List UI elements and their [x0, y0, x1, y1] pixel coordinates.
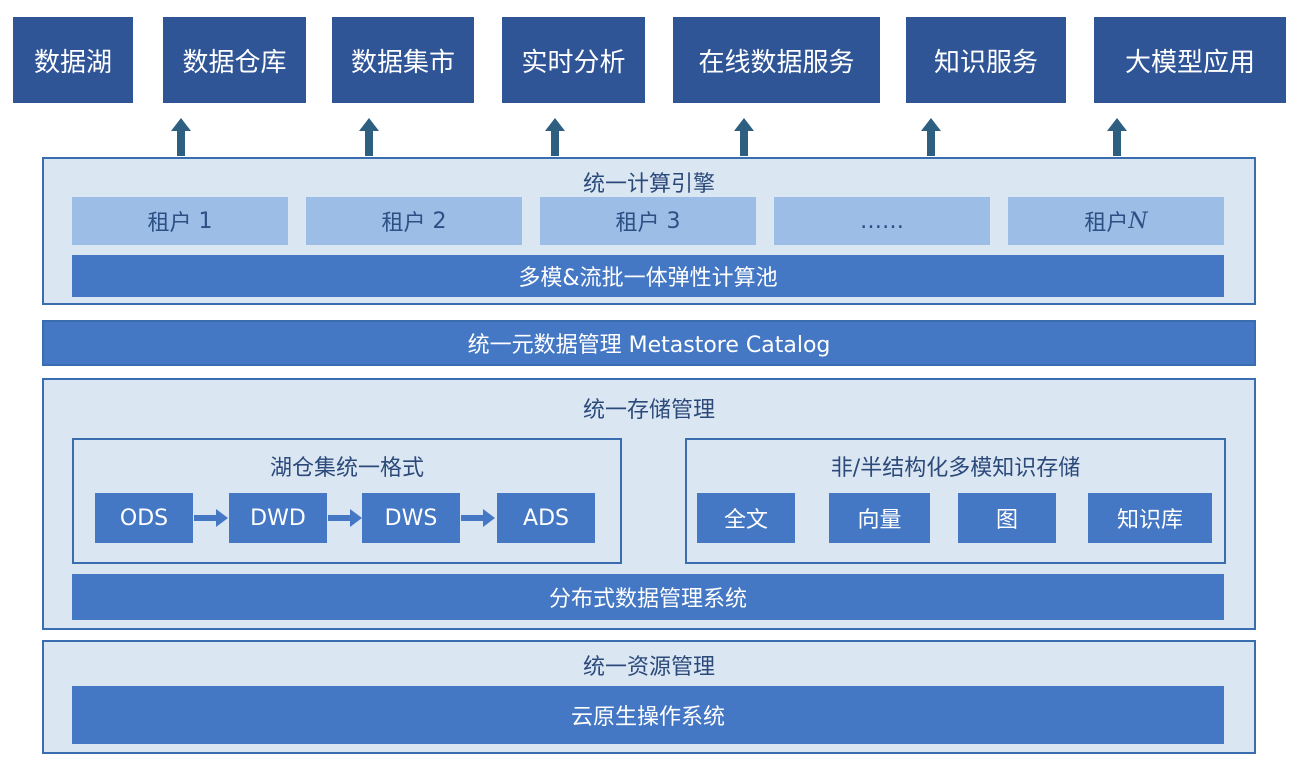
compute-engine-title: 统一计算引擎 — [582, 172, 715, 197]
up-arrow-icon — [734, 118, 754, 156]
storage-management-title: 统一存储管理 — [582, 398, 715, 423]
app-box-data-lake: 数据湖 — [13, 17, 133, 103]
up-arrow-icon — [545, 118, 565, 156]
right-arrow-icon — [461, 509, 495, 527]
app-box-llm-application: 大模型应用 — [1094, 17, 1286, 103]
lakehouse-format-title: 湖仓集统一格式 — [269, 456, 424, 481]
layer-ads: ADS — [497, 493, 595, 543]
layer-dws: DWS — [362, 493, 460, 543]
tenant-label: 租户 — [1084, 211, 1129, 236]
app-box-online-data-service: 在线数据服务 — [673, 17, 880, 103]
layer-dwd: DWD — [229, 493, 327, 543]
up-arrow-icon — [359, 118, 379, 156]
tenant-number: 3 — [666, 208, 681, 234]
tenant-number: 1 — [198, 208, 213, 234]
cloud-native-os-bar: 云原生操作系统 — [72, 686, 1224, 744]
elastic-compute-pool-bar: 多模&流批一体弹性计算池 — [72, 255, 1224, 297]
tenant-label: 租户 — [147, 211, 192, 236]
tenant-ellipsis: …… — [774, 197, 990, 245]
tenant-number: 2 — [432, 208, 447, 234]
right-arrow-icon — [194, 509, 228, 527]
layer-ods: ODS — [95, 493, 193, 543]
storage-vector: 向量 — [829, 493, 930, 543]
right-arrow-icon — [328, 509, 362, 527]
tenant-number: N — [1128, 208, 1148, 234]
up-arrow-icon — [171, 118, 191, 156]
tenant-2: 租户 2 — [306, 197, 522, 245]
app-box-data-mart: 数据集市 — [332, 17, 474, 103]
resource-management-title: 统一资源管理 — [582, 655, 715, 680]
storage-fulltext: 全文 — [697, 493, 795, 543]
storage-graph: 图 — [958, 493, 1056, 543]
multimodal-knowledge-storage-title: 非/半结构化多模知识存储 — [830, 456, 1081, 481]
app-box-knowledge-service: 知识服务 — [906, 17, 1066, 103]
app-box-realtime-analytics: 实时分析 — [502, 17, 645, 103]
app-box-data-warehouse: 数据仓库 — [163, 17, 306, 103]
up-arrow-icon — [1107, 118, 1127, 156]
distributed-data-system-bar: 分布式数据管理系统 — [72, 574, 1224, 620]
metastore-catalog-bar: 统一元数据管理 Metastore Catalog — [42, 320, 1256, 366]
tenant-label: …… — [860, 208, 904, 234]
up-arrow-icon — [921, 118, 941, 156]
tenant-label: 租户 — [615, 211, 660, 236]
tenant-label: 租户 — [381, 211, 426, 236]
tenant-3: 租户 3 — [540, 197, 756, 245]
storage-knowledge-base: 知识库 — [1088, 493, 1212, 543]
tenant-1: 租户 1 — [72, 197, 288, 245]
